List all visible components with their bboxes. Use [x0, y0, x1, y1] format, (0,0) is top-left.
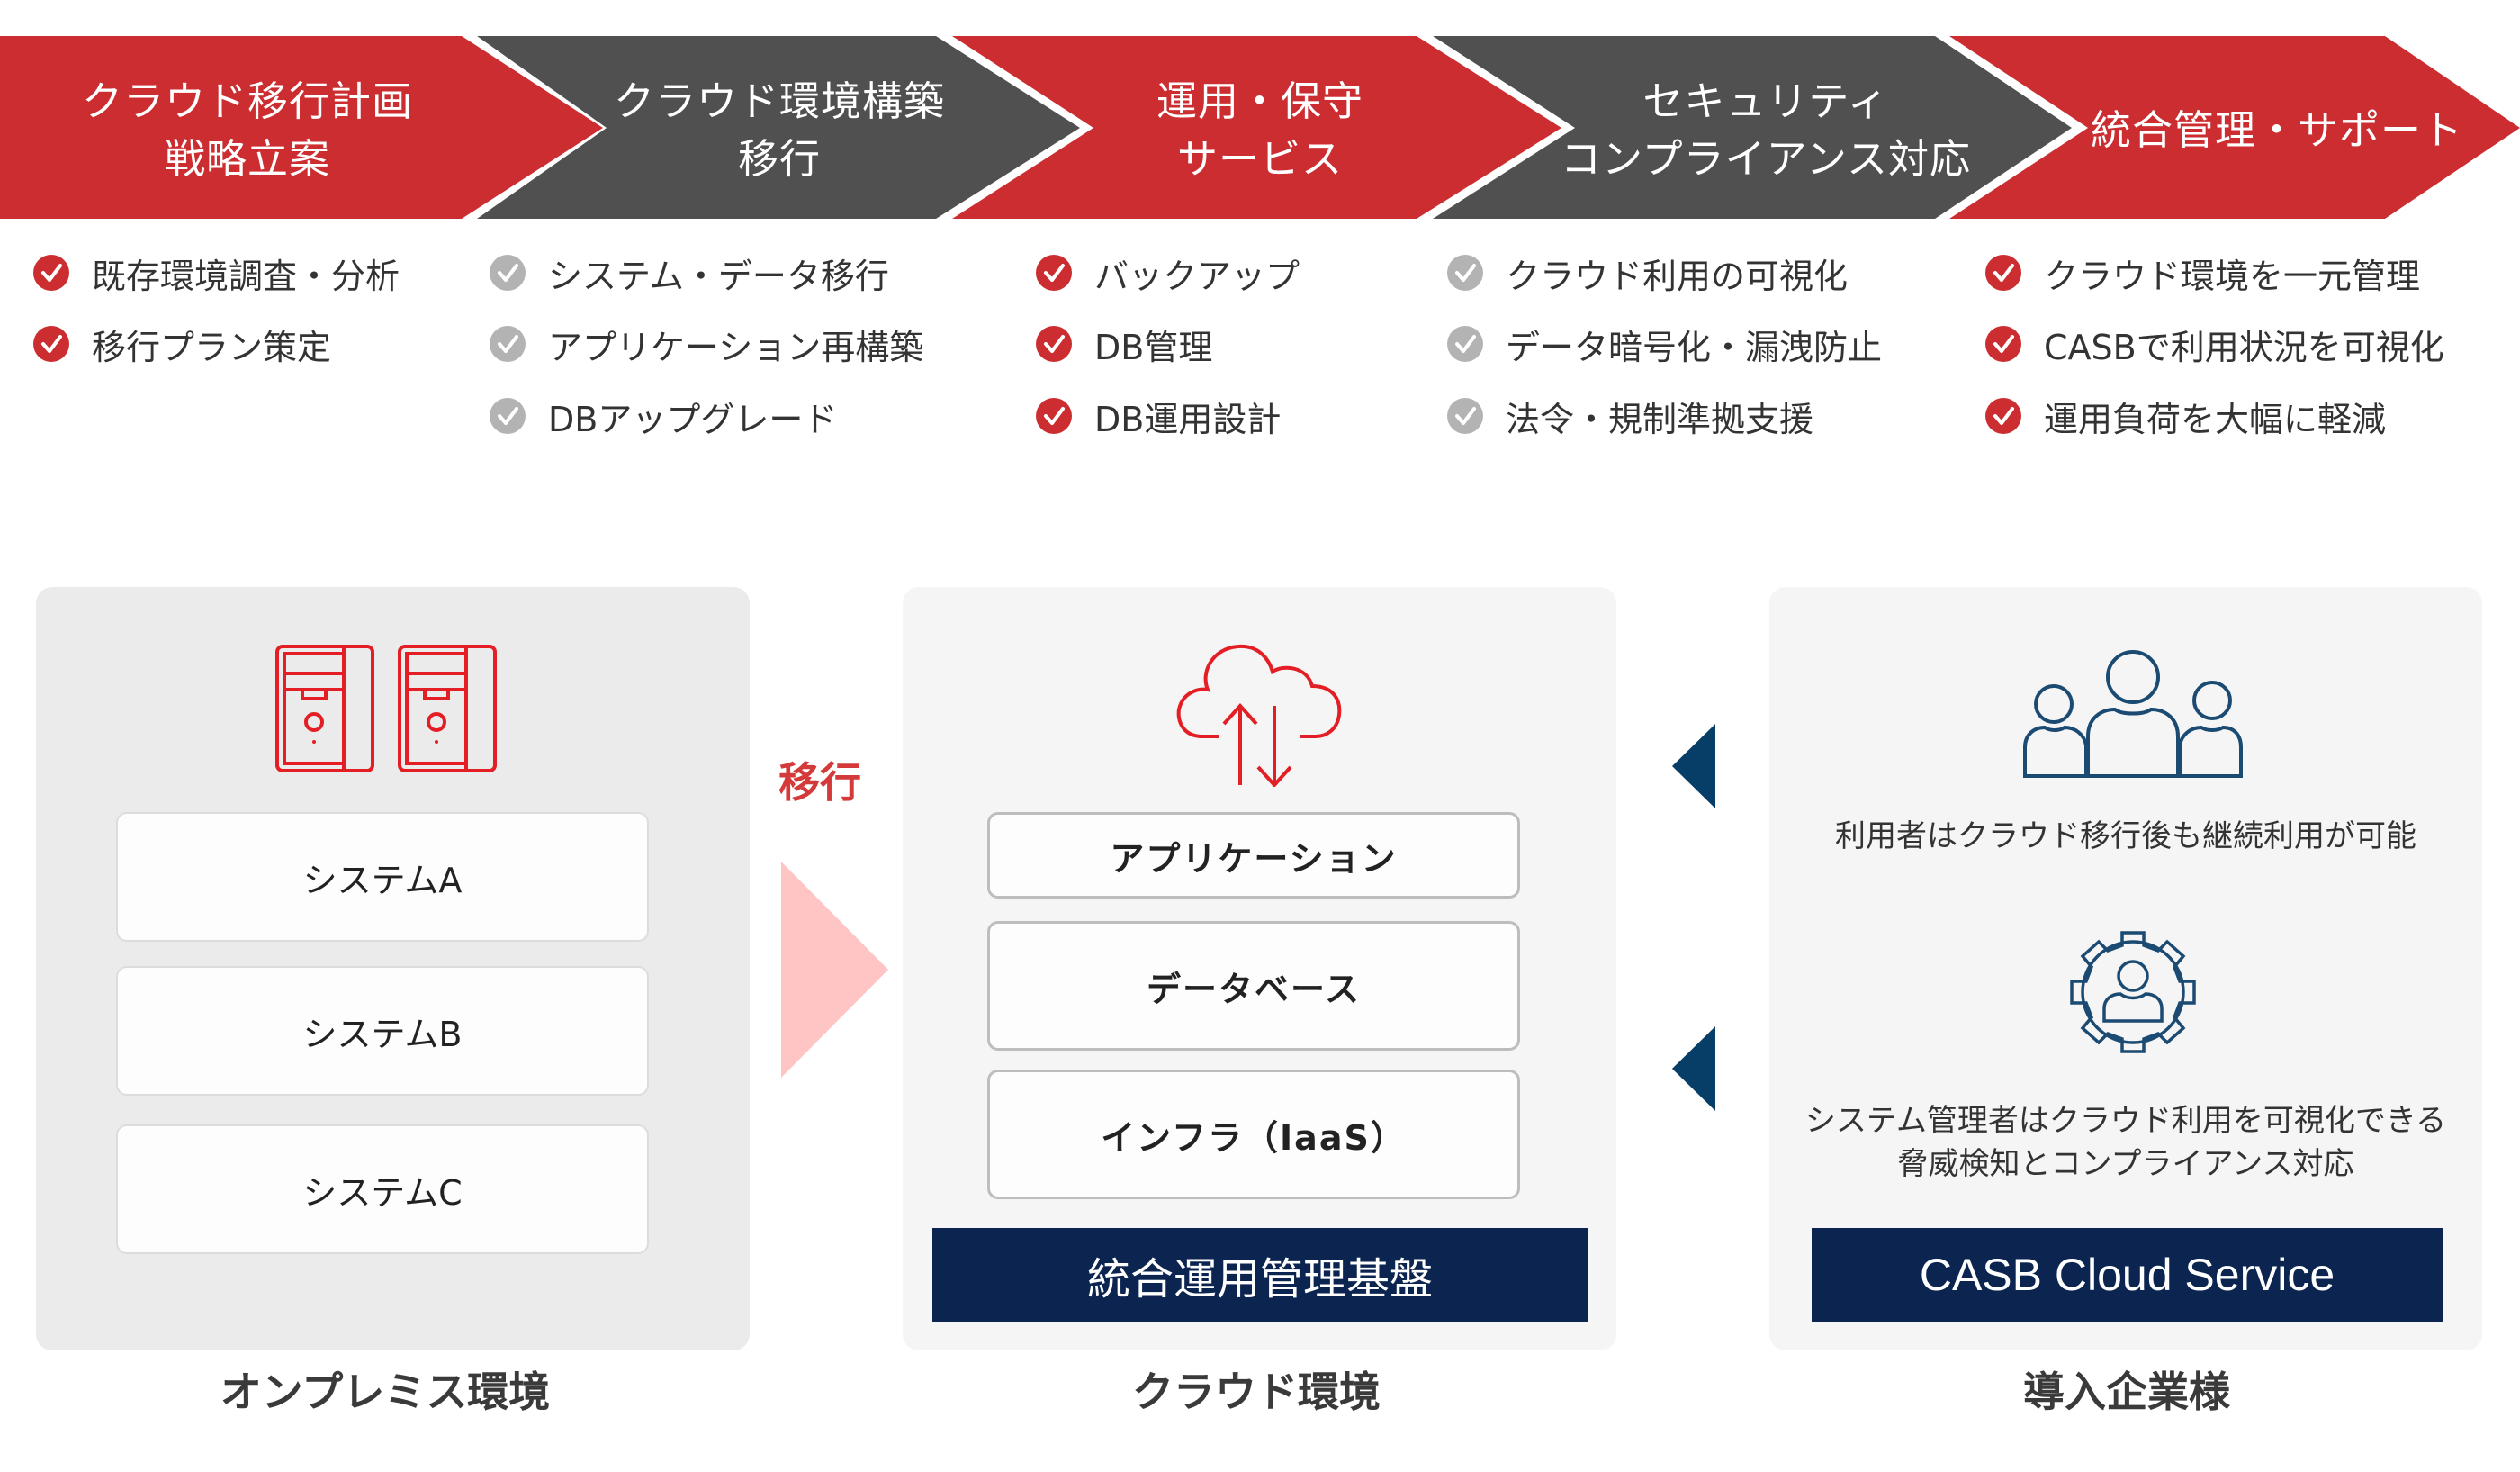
cloud-upload-download-icon [1176, 644, 1342, 787]
checklist-item: データ暗号化・漏洩防止 [1446, 321, 1883, 367]
step-3-title: 運用・保守 サービス [1156, 77, 1364, 183]
checklist-item-label: CASBで利用状況を可視化 [2044, 327, 2444, 367]
check-circle-icon [490, 398, 526, 434]
checklist-item-label: 移行プラン策定 [92, 327, 332, 367]
checklist-item-label: 法令・規制準拠支援 [1506, 399, 1814, 439]
database-layer: データベース [987, 921, 1520, 1051]
checklist-item-label: クラウド環境を一元管理 [2044, 256, 2421, 296]
checklist-item: クラウド利用の可視化 [1446, 250, 1849, 296]
integrated-platform-bar: 統合運用管理基盤 [932, 1228, 1588, 1322]
checklist-item-label: DB管理 [1094, 327, 1213, 367]
check-circle-icon [490, 326, 526, 362]
checklist-item: DBアップグレード [489, 393, 838, 439]
checklist-item-label: アプリケーション再構築 [548, 327, 924, 367]
chevron-step-3 [952, 36, 1562, 219]
arrow-left-icon [1672, 1026, 1715, 1111]
check-circle-icon [1036, 255, 1072, 291]
checklist-item: 運用負荷を大幅に軽減 [1984, 393, 2387, 439]
step-1-title: クラウド移行計画 戦略立案 [81, 77, 413, 183]
casb-service-bar: CASB Cloud Service [1812, 1228, 2443, 1322]
checklist-item: 法令・規制準拠支援 [1446, 393, 1814, 439]
checklist-item: 既存環境調査・分析 [32, 250, 400, 296]
checklist-item-label: データ暗号化・漏洩防止 [1506, 327, 1883, 367]
check-circle-icon [1985, 255, 2021, 291]
chevron-step-5 [1949, 36, 2520, 219]
migration-arrow-icon [781, 862, 888, 1078]
step-5-title: 統合管理・サポート [2090, 106, 2463, 154]
system-a-box: システムA [116, 812, 649, 942]
chevron-step-1 [0, 36, 603, 219]
check-circle-icon [1447, 326, 1483, 362]
gear-user-icon [2070, 931, 2196, 1053]
check-circle-icon [1036, 326, 1072, 362]
checklist-item: 移行プラン策定 [32, 321, 332, 367]
step-2-title: クラウド環境構築 移行 [613, 77, 945, 183]
checklist-item-label: システム・データ移行 [548, 256, 889, 296]
migration-label: 移行 [778, 758, 861, 807]
process-chevrons [0, 36, 2520, 219]
chevron-step-4 [1433, 36, 2072, 219]
checklist-item: システム・データ移行 [489, 250, 889, 296]
checklist-item-label: クラウド利用の可視化 [1506, 256, 1849, 296]
arrow-left-icon [1672, 724, 1715, 808]
check-circle-icon [490, 255, 526, 291]
checklist-item-label: DB運用設計 [1094, 399, 1282, 439]
checklist-item: DB管理 [1035, 321, 1213, 367]
onprem-caption: オンプレミス環境 [220, 1368, 551, 1416]
checklist-item-label: DBアップグレード [548, 399, 838, 439]
system-b-box: システムB [116, 966, 649, 1096]
check-circle-icon [1447, 255, 1483, 291]
application-layer: アプリケーション [987, 812, 1520, 899]
cloud-caption: クラウド環境 [1132, 1368, 1381, 1416]
check-circle-icon [1447, 398, 1483, 434]
check-circle-icon [1036, 398, 1072, 434]
checklist-item-label: 運用負荷を大幅に軽減 [2044, 399, 2387, 439]
check-circle-icon [1985, 326, 2021, 362]
checklist-item: クラウド環境を一元管理 [1984, 250, 2421, 296]
check-circle-icon [33, 255, 69, 291]
checklist-item: アプリケーション再構築 [489, 321, 924, 367]
step-4-title: セキュリティ コンプライアンス対応 [1561, 77, 1971, 183]
chevron-step-2 [477, 36, 1080, 219]
checklist-item: バックアップ [1035, 250, 1300, 296]
users-group-icon [2023, 650, 2243, 778]
users-description: 利用者はクラウド移行後も継続利用が可能 [1835, 818, 2416, 854]
checklist-item-label: 既存環境調査・分析 [92, 256, 400, 296]
customer-caption: 導入企業様 [2023, 1368, 2230, 1416]
check-circle-icon [33, 326, 69, 362]
server-tower-icon [275, 645, 497, 772]
check-circle-icon [1985, 398, 2021, 434]
admin-description: システム管理者はクラウド利用を可視化できる 脅威検知とコンプライアンス対応 [1804, 1103, 2447, 1182]
checklist-item: DB運用設計 [1035, 393, 1282, 439]
checklist-item-label: バックアップ [1094, 256, 1300, 296]
checklist-item: CASBで利用状況を可視化 [1984, 321, 2444, 367]
system-c-box: システムC [116, 1124, 649, 1254]
infrastructure-layer: インフラ（IaaS） [987, 1070, 1520, 1199]
